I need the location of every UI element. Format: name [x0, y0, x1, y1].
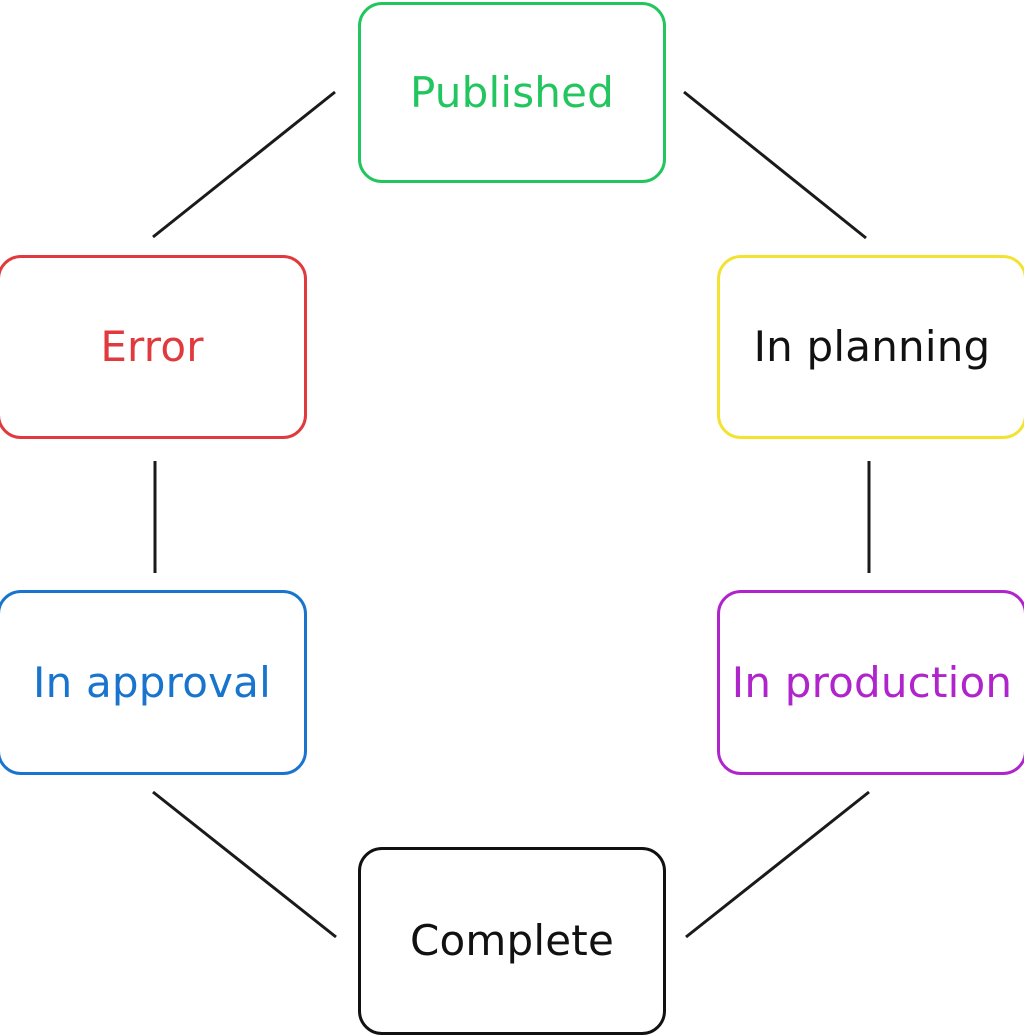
node-in-approval-label: In approval — [33, 657, 271, 707]
node-published-label: Published — [409, 67, 614, 117]
node-complete-label: Complete — [409, 916, 614, 965]
node-complete[interactable]: Complete — [358, 847, 666, 1035]
node-in-planning[interactable]: In planning — [717, 255, 1024, 439]
node-in-approval[interactable]: In approval — [0, 590, 307, 775]
edge-in-production-complete — [685, 790, 870, 939]
node-in-production[interactable]: In production — [717, 590, 1024, 775]
node-published[interactable]: Published — [358, 2, 666, 183]
edge-published-in-planning — [683, 90, 867, 240]
node-in-planning-label: In planning — [753, 322, 991, 371]
node-error[interactable]: Error — [0, 255, 307, 439]
edge-published-error — [152, 90, 336, 239]
node-in-production-label: In production — [731, 657, 1013, 707]
node-error-label: Error — [100, 322, 204, 371]
edge-in-approval-complete — [152, 790, 337, 939]
